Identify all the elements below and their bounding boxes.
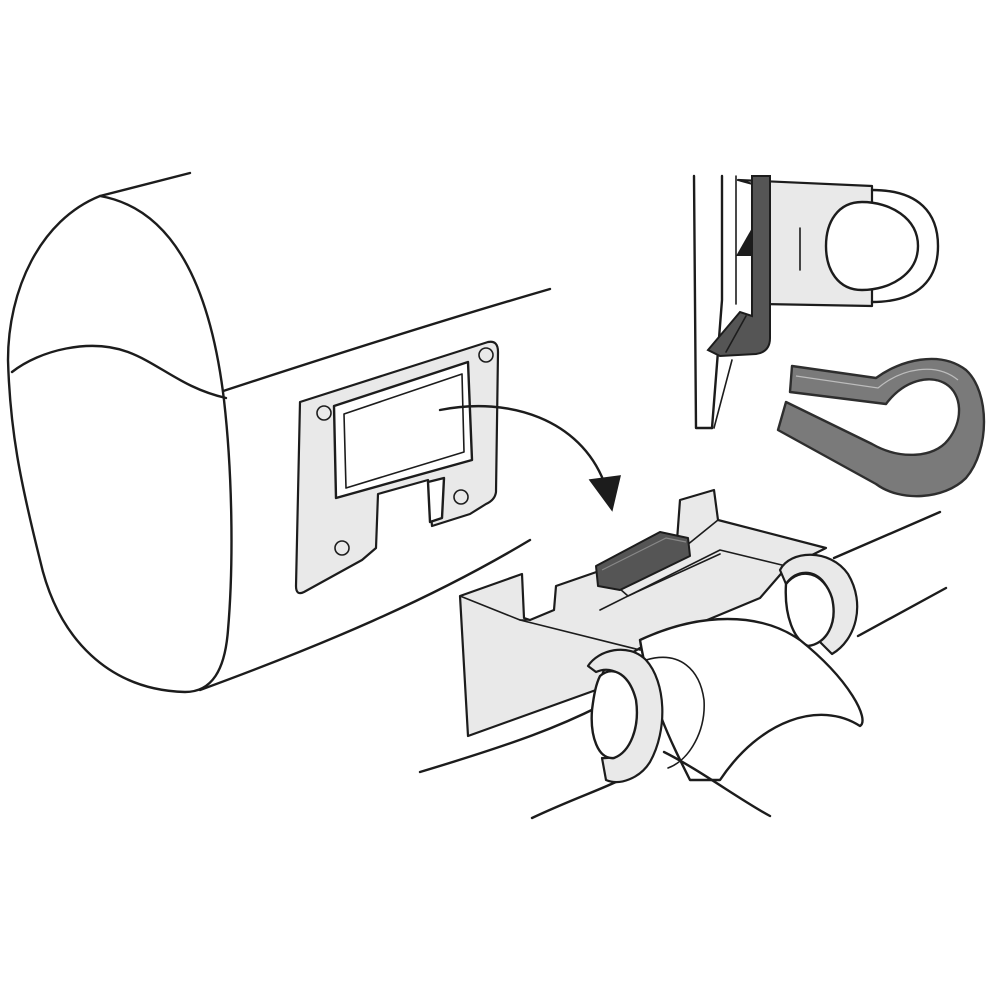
spring-clip bbox=[776, 357, 986, 498]
screw-hole-bottom-left bbox=[334, 540, 350, 556]
screw-hole-bottom-right bbox=[453, 489, 469, 505]
screw-hole-top-left bbox=[316, 405, 332, 421]
section-detail bbox=[692, 174, 940, 430]
pipe-bracket-assembly bbox=[418, 488, 948, 820]
mounting-plate bbox=[294, 340, 500, 595]
arrow-icon bbox=[438, 404, 621, 512]
device-housing bbox=[6, 171, 552, 694]
screw-hole-top-right bbox=[478, 347, 494, 363]
